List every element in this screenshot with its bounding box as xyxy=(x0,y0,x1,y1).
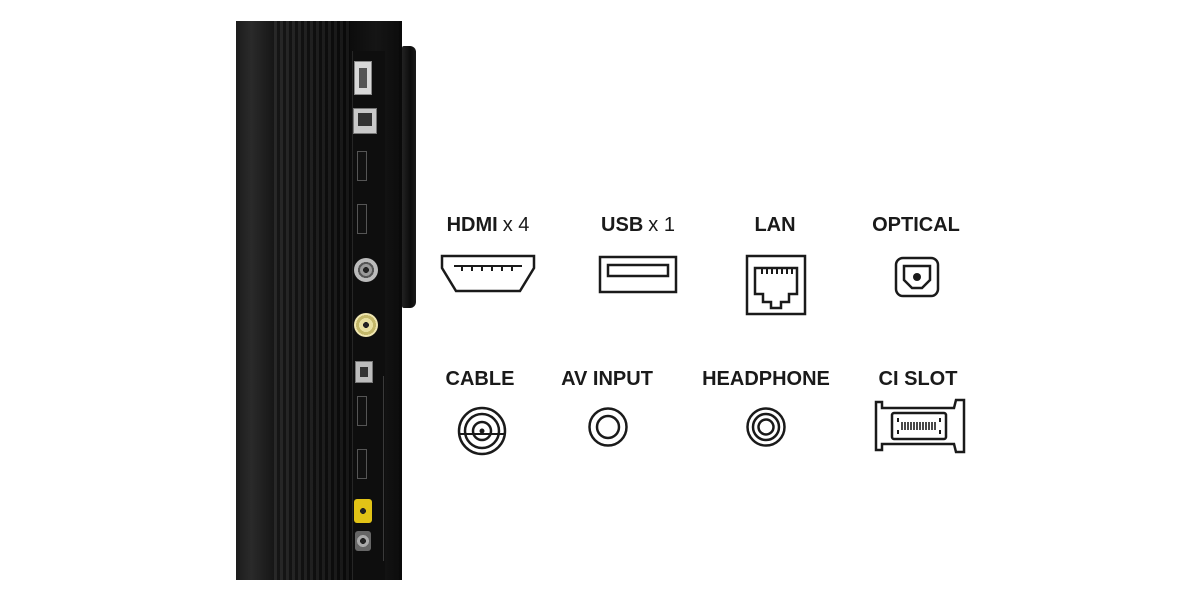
connector-label-optical: OPTICAL xyxy=(872,214,960,236)
tv-av-port xyxy=(354,313,378,337)
tv-side-bump xyxy=(402,46,416,308)
tv-side-panel xyxy=(236,21,416,580)
hdmi-count: x 4 xyxy=(502,214,530,236)
tv-ribbed-shade xyxy=(274,21,350,580)
tv-bezel xyxy=(236,21,274,580)
hdmi-name: HDMI xyxy=(446,214,498,236)
tv-cable-port xyxy=(354,258,378,282)
connector-label-ci-slot: CI SLOT xyxy=(878,368,958,390)
tv-lan-port xyxy=(353,108,377,134)
lan-icon xyxy=(745,254,807,316)
usb-name: USB xyxy=(601,214,644,236)
tv-usb-port xyxy=(354,61,372,95)
tv-right-edge xyxy=(399,21,402,580)
tv-panel-divider xyxy=(383,376,384,561)
headphone-icon xyxy=(746,407,786,447)
ci-slot-icon xyxy=(874,398,966,454)
tv-hdmi-port xyxy=(357,151,367,181)
connector-label-lan: LAN xyxy=(754,214,796,236)
tv-hdmi-port xyxy=(357,449,367,479)
connector-label-cable: CABLE xyxy=(445,368,515,390)
cable-icon xyxy=(457,406,507,456)
tv-hdmi-port xyxy=(357,204,367,234)
usb-count: x 1 xyxy=(648,214,675,236)
usb-icon xyxy=(598,255,678,294)
tv-av-yellow-port xyxy=(354,499,372,523)
connector-label-headphone: HEADPHONE xyxy=(702,368,830,390)
tv-headphone-port xyxy=(355,531,371,551)
connector-label-av-input: AV INPUT xyxy=(561,368,653,390)
tv-hdmi-port xyxy=(357,396,367,426)
optical-icon xyxy=(894,256,940,298)
tv-ribbed-back xyxy=(274,21,350,580)
hdmi-icon xyxy=(440,254,536,293)
av-input-icon xyxy=(588,407,628,447)
tv-optical-port xyxy=(355,361,373,383)
